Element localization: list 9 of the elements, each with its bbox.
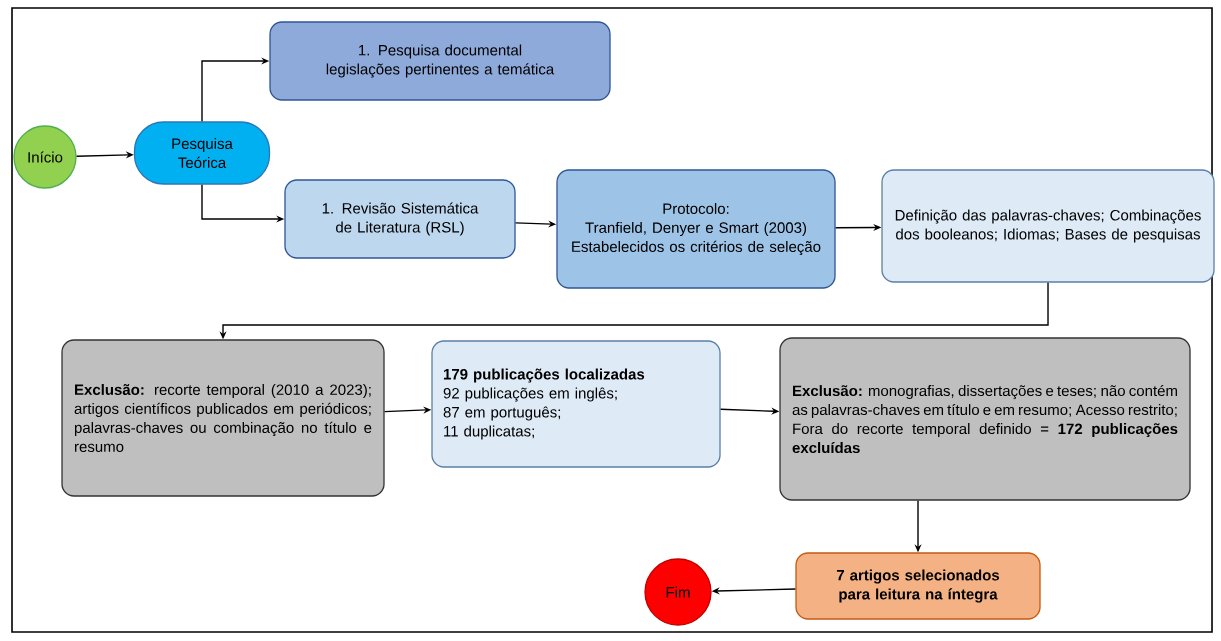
process-box: 1. Revisão Sistemática de Literatura (RSL) <box>284 179 516 259</box>
process-box: 179 publicações localizadas 92 publicações em inglês; 87 em português; 11 duplicatas; <box>431 340 721 468</box>
exclusion-box: Exclusão: recorte temporal (2010 a 2023); artigos científicos publicados em periódicos; palavras-chaves ou combinação no título e resumo <box>61 339 385 497</box>
process-box: Definição das palavras-chaves; Combinações dos booleanos; Idiomas; Bases de pesquisas <box>881 169 1215 283</box>
process-box: Pesquisa Teórica <box>133 121 271 185</box>
process-box: Protocolo: Tranfield, Denyer e Smart (2003) Estabelecidos os critérios de seleção <box>556 169 836 289</box>
exclusion-box: Exclusão: monografias, dissertações e teses; não contém as palavras-chaves em título e em resumo; Acesso restrito; Fora do recorte temporal definido = 172 publicações excluídas <box>779 337 1191 501</box>
process-box: 1. Pesquisa documental legislações pertinentes a temática <box>269 21 611 101</box>
result-box: 7 artigos selecionados para leitura na íntegra <box>795 552 1041 620</box>
